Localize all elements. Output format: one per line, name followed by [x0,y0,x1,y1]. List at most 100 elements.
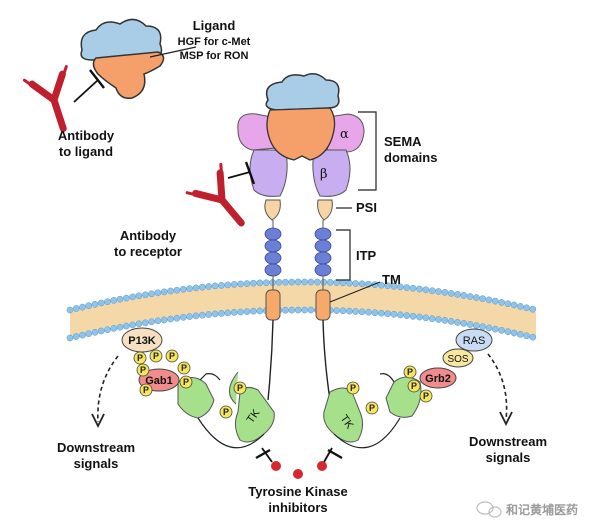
membrane-bead [397,283,404,291]
membrane-bead [167,315,174,323]
membrane-bead [479,295,487,303]
membrane-bead [72,333,80,340]
membrane-bead [97,299,105,307]
sema-bracket [358,111,377,191]
membrane-bead [192,312,200,320]
membrane-bead [294,306,302,314]
membrane-bead [230,309,238,316]
downstream-right-arrow [487,353,508,421]
membrane-bead [339,279,347,287]
membrane-bead [307,278,315,286]
membrane-bead [409,312,417,320]
membrane-bead [230,281,238,288]
downstream-left-line2: signals [74,456,119,471]
membrane-bead [243,280,251,287]
membrane-bead [504,328,512,336]
membrane-bead [365,308,372,316]
membrane-bead [205,311,213,318]
membrane-bead [66,306,74,314]
membrane-bead [243,308,251,315]
membrane-bead [116,323,124,331]
membrane-bead [104,298,111,306]
svg-text:P: P [407,367,413,377]
membrane-bead [333,307,340,314]
membrane-bead [135,320,143,328]
membrane-bead [435,288,442,295]
membrane-bead [224,309,232,317]
svg-text:P: P [237,383,243,393]
membrane-bead [473,322,480,329]
membrane-bead [85,330,93,338]
membrane-bead [154,289,162,297]
svg-text:P: P [223,407,229,417]
membrane-bead [320,278,328,286]
membrane-bead [160,288,168,296]
membrane-bead [358,308,366,316]
svg-text:P: P [153,351,159,361]
membrane-bead [288,306,296,314]
membrane-bead [397,311,404,319]
pi3k-label: P13K [128,335,156,347]
membrane-bead [491,297,499,305]
membrane-bead [447,318,455,325]
tki-label-line1: Tyrosine Kinase [248,484,347,499]
sema-label-line2: domains [384,150,437,165]
membrane-bead [237,280,244,288]
membrane-bead [523,304,530,312]
membrane-bead [129,293,136,301]
membrane-bead [409,284,417,292]
membrane-bead [218,310,225,317]
membrane-bead [192,284,200,292]
membrane-bead [390,310,398,318]
membrane-bead [523,332,530,340]
membrane-bead [346,307,353,315]
membrane-bead [346,279,353,287]
membrane-bead [179,313,187,321]
membrane-bead [79,331,86,339]
ligand-line2: MSP for RON [180,50,249,62]
membrane-bead [262,279,270,287]
membrane-bead [122,294,130,302]
svg-text:P: P [181,363,187,373]
membrane-bead [148,318,155,326]
membrane-bead [167,287,174,295]
membrane-bead [510,301,518,309]
svg-text:P: P [143,385,149,395]
membrane-bead [250,279,257,287]
ligand-line1: HGF for c-Met [178,36,251,48]
watermark-logo-icon [476,501,502,518]
membrane-bead [441,317,449,324]
membrane-bead [428,315,436,323]
svg-text:P: P [183,377,189,387]
itp-bracket [336,229,351,281]
membrane-bead [416,313,423,321]
membrane-bead [377,309,385,317]
membrane-bead [529,333,537,341]
membrane-bead [517,331,524,338]
right-adaptors [403,328,493,403]
membrane-bead [282,306,289,314]
membrane-bead [416,285,423,293]
membrane-bead [339,307,347,315]
membrane-bead [384,310,392,318]
membrane-bead [97,327,105,335]
svg-text:P: P [411,381,417,391]
watermark-text: 和记黄埔医药 [505,502,578,517]
membrane-bead [371,309,379,317]
alpha-label: α [340,127,349,142]
membrane-bead [352,280,360,287]
grb2-label: Grb2 [425,373,451,385]
membrane-bead [198,311,206,319]
membrane-bead [79,303,86,311]
membrane-bead [358,280,366,288]
svg-text:P: P [423,391,429,401]
beta-label: β [320,167,328,182]
membrane-bead [256,279,264,287]
receptor-dimer [177,73,422,449]
membrane-bead [186,285,193,292]
membrane-bead [504,300,512,308]
membrane-bead [173,286,181,294]
membrane-bead [454,319,461,326]
membrane-bead [104,326,111,334]
